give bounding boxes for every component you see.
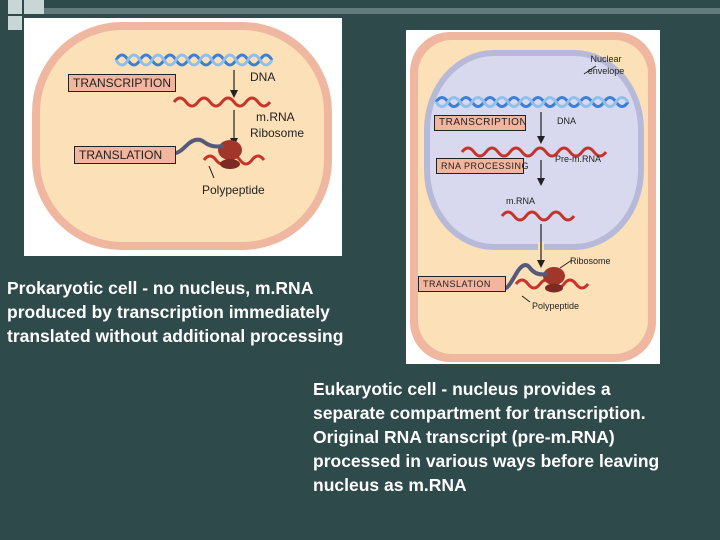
prokaryote-polypeptide-pointer [208,165,215,179]
eukaryote-rna-processing-label: RNA PROCESSING [436,158,529,174]
eukaryote-mrna-nuclear [500,210,576,222]
prokaryote-polypeptide-label: Polypeptide [202,183,265,197]
prokaryote-dna-label: DNA [250,70,276,84]
eukaryote-polypeptide-chain [504,263,548,290]
prokaryote-mrna-label: m.RNA [256,110,295,124]
eukaryote-caption: Eukaryotic cell - nucleus provides a sep… [313,379,660,495]
eukaryote-mrna-label: m.RNA [506,196,535,206]
prokaryote-dna-helix [114,53,274,67]
eukaryote-ribosome-small [545,283,563,293]
prokaryote-ribosome-label: Ribosome [250,126,305,140]
prokaryote-ribosome-small [220,159,240,169]
corner-decoration-2 [24,0,44,14]
prokaryote-translation-label: TRANSLATION [74,146,176,164]
prokaryote-mrna-strand [172,96,272,108]
eukaryote-dna-label: DNA [557,116,577,126]
prokaryote-polypeptide-chain [170,137,224,156]
eukaryote-envelope-pointer [583,65,597,75]
eukaryote-dna-helix [434,96,630,108]
prokaryote-caption: Prokaryotic cell - no nucleus, m.RNA pro… [7,278,344,346]
eukaryote-transcription-label: TRANSCRIPTION [434,115,527,131]
eukaryote-ribosome-label: Ribosome [570,256,611,266]
eukaryote-ribosome-large [543,267,565,285]
eukaryote-polypeptide-label: Polypeptide [532,301,580,311]
eukaryote-pre-mrna-strand [460,146,608,158]
eukaryote-polypeptide-pointer [521,295,531,303]
eukaryote-nuclear-envelope-label: Nuclear envelope [587,54,625,76]
eukaryote-translation-label: TRANSLATION [418,276,506,292]
eukaryote-ribosome-pointer [559,259,573,269]
eukaryote-pre-mrna-label: Pre-m.RNA [555,154,602,164]
prokaryote-transcription-label: TRANSCRIPTION [68,74,176,92]
prokaryote-ribosome-large [218,140,242,160]
corner-decoration-3 [8,16,22,30]
header-bar [44,8,720,14]
corner-decoration-1 [8,0,22,14]
